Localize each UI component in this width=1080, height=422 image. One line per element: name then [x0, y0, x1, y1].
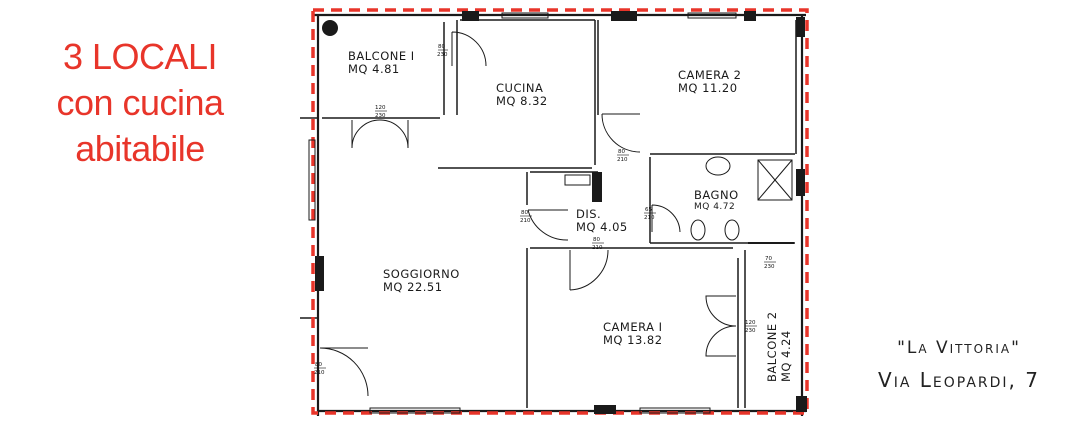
- room-area-camera-2: MQ 11.20: [678, 81, 738, 95]
- room-area-camera-1: MQ 13.82: [603, 333, 663, 347]
- window-camera2: [687, 12, 737, 19]
- pillar-left-1: [315, 256, 324, 291]
- door-mark-top: 80: [438, 44, 445, 50]
- door-soggiorno-dis: [527, 209, 569, 241]
- room-area-balcone-2: MQ 4.24: [779, 330, 793, 382]
- pillar-top-2: [611, 11, 637, 21]
- door-dis-camera1: [569, 249, 609, 291]
- door-bagno: [651, 204, 681, 233]
- room-name-balcone-1: BALCONE I: [348, 49, 415, 63]
- room-name-cucina: CUCINA: [496, 81, 543, 95]
- room-area-dis: MQ 4.05: [576, 220, 628, 234]
- door-mark-bottom: 230: [745, 328, 756, 334]
- door-mark-top: 70: [765, 256, 772, 262]
- room-area-cucina: MQ 8.32: [496, 94, 548, 108]
- room-area-soggiorno: MQ 22.51: [383, 280, 443, 294]
- windows: [308, 12, 737, 414]
- door-mark-bottom: 230: [764, 264, 775, 270]
- door-mark-top: 80: [315, 362, 322, 368]
- door-camera2: [601, 113, 641, 153]
- shower-line-2: [757, 159, 793, 201]
- bathroom-fixtures: [564, 156, 793, 241]
- pillar-right-1: [796, 17, 805, 37]
- room-name-dis: DIS.: [576, 207, 601, 221]
- window-cucina: [501, 12, 549, 19]
- headline-line-2: con cucina: [56, 82, 224, 123]
- door-mark-bottom: 210: [592, 245, 603, 251]
- door-mark-bottom: 210: [644, 215, 655, 221]
- window-camera1: [639, 407, 711, 414]
- room-name-camera-1: CAMERA I: [603, 320, 663, 334]
- room-name-camera-2: CAMERA 2: [678, 68, 741, 82]
- doors: [319, 31, 794, 397]
- exterior-walls: [313, 13, 806, 416]
- room-name-soggiorno: SOGGIORNO: [383, 267, 460, 281]
- door-mark-top: 80: [593, 237, 600, 243]
- door-mark-bottom: 230: [375, 113, 386, 119]
- perimeter-dashed: [311, 8, 809, 415]
- headline: 3 LOCALI con cucina abitabile: [30, 34, 250, 172]
- door-mark-bottom: 210: [520, 218, 531, 224]
- headline-line-3: abitabile: [75, 128, 205, 169]
- interior-walls: [300, 19, 797, 408]
- street-address: Via Leopardi, 7: [878, 368, 1040, 392]
- window-soggiorno-bottom: [369, 407, 461, 414]
- door-soggiorno-exterior: [319, 347, 369, 397]
- room-labels: BALCONE I MQ 4.81 CUCINA MQ 8.32 CAMERA …: [348, 49, 793, 382]
- door-mark-bottom: 210: [314, 370, 325, 376]
- room-name-bagno: BAGNO: [694, 188, 739, 202]
- pillar-right-2: [796, 169, 805, 196]
- door-mark-top: 65: [645, 207, 652, 213]
- door-mark-top: 120: [375, 105, 386, 111]
- pillar-bottom: [594, 405, 616, 414]
- shower-tray: [757, 159, 793, 201]
- pillar-corner-round: [322, 20, 338, 36]
- building-name: "La Vittoria": [897, 338, 1021, 358]
- door-mark-top: 120: [745, 320, 756, 326]
- bidet: [724, 219, 740, 241]
- door-mark-bottom: 210: [617, 157, 628, 163]
- pillar-right-3: [796, 396, 807, 412]
- door-balcone-cucina: [451, 31, 487, 67]
- toilet: [690, 219, 706, 241]
- address-block: "La Vittoria" Via Leopardi, 7: [878, 338, 1040, 392]
- door-dimension-marks: 80 230 120 230 80 210 80 210 65 210 80 2…: [314, 44, 776, 376]
- pillar-top-3: [744, 11, 756, 21]
- room-area-balcone-1: MQ 4.81: [348, 62, 400, 76]
- window-soggiorno-left: [308, 139, 316, 221]
- pillar-top-1: [462, 11, 479, 21]
- sink: [705, 156, 731, 176]
- pillars: [315, 11, 807, 414]
- headline-line-1: 3 LOCALI: [62, 36, 218, 77]
- door-mark-top: 80: [521, 210, 528, 216]
- door-mark-top: 80: [618, 149, 625, 155]
- door-balcone-soggiorno: [351, 119, 409, 149]
- door-camera1-balcone: [705, 295, 737, 357]
- room-name-balcone-2: BALCONE 2: [765, 311, 779, 382]
- cucina-counter: [564, 174, 591, 186]
- room-area-bagno: MQ 4.72: [694, 202, 735, 212]
- pillar-dis: [592, 172, 602, 202]
- door-mark-bottom: 230: [437, 52, 448, 58]
